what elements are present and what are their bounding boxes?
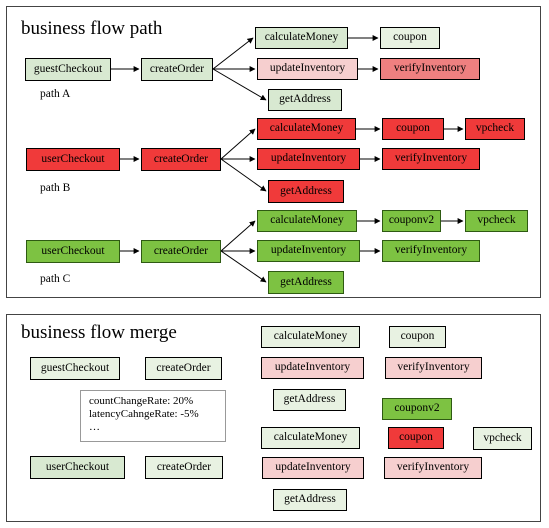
edge-a-create-calc <box>212 37 254 70</box>
node-c-vpcheck: vpcheck <box>465 210 528 232</box>
node-b-vpcheck: vpcheck <box>465 118 525 140</box>
node-b-update-inventory: updateInventory <box>257 148 360 170</box>
node-c-calculate-money: calculateMoney <box>257 210 357 232</box>
node-m-couponv2: couponv2 <box>382 398 452 420</box>
node-m-update-inventory-2: updateInventory <box>262 457 364 479</box>
node-b-create-order: createOrder <box>141 148 221 171</box>
node-a-guest-checkout: guestCheckout <box>25 58 111 81</box>
node-m-verify-inventory-1: verifyInventory <box>385 357 482 379</box>
edge-b-create-address <box>220 158 267 192</box>
node-c-user-checkout: userCheckout <box>26 240 120 263</box>
node-a-coupon: coupon <box>380 27 440 49</box>
edge-a-create-address <box>212 68 267 101</box>
node-a-get-address: getAddress <box>268 89 342 111</box>
path-b-label: path B <box>40 182 71 194</box>
edge-c-create-address <box>220 250 267 283</box>
node-m-calculate-money-2: calculateMoney <box>261 427 360 449</box>
node-m-update-inventory-1: updateInventory <box>261 357 364 379</box>
path-c-label: path C <box>40 273 71 285</box>
node-m-create-order-2: createOrder <box>145 456 223 479</box>
edge-c-create-calc <box>220 220 256 252</box>
node-c-verify-inventory: verifyInventory <box>382 240 480 262</box>
metric-latency-change-rate: latencyCahngeRate: -5% <box>89 408 199 420</box>
node-a-update-inventory: updateInventory <box>257 58 358 80</box>
node-m-coupon-2: coupon <box>388 427 444 449</box>
node-a-verify-inventory: verifyInventory <box>380 58 480 80</box>
node-b-verify-inventory: verifyInventory <box>382 148 480 170</box>
node-b-user-checkout: userCheckout <box>26 148 120 171</box>
node-c-update-inventory: updateInventory <box>257 240 360 262</box>
metrics-box: countChangeRate: 20% latencyCahngeRate: … <box>80 390 226 442</box>
node-m-vpcheck: vpcheck <box>473 427 532 450</box>
node-m-get-address-1: getAddress <box>273 389 346 411</box>
flow-path-title: business flow path <box>21 18 163 39</box>
node-m-create-order-1: createOrder <box>145 357 222 380</box>
node-m-get-address-2: getAddress <box>273 489 347 511</box>
node-m-verify-inventory-2: verifyInventory <box>384 457 482 479</box>
node-a-create-order: createOrder <box>141 58 213 81</box>
node-b-coupon: coupon <box>382 118 444 140</box>
node-m-user-checkout: userCheckout <box>30 456 125 479</box>
node-c-couponv2: couponv2 <box>382 210 441 232</box>
path-a-label: path A <box>40 88 71 100</box>
node-m-guest-checkout: guestCheckout <box>30 357 120 380</box>
flow-merge-title: business flow merge <box>21 322 177 343</box>
node-b-get-address: getAddress <box>268 180 344 203</box>
metric-count-change-rate: countChangeRate: 20% <box>89 395 194 407</box>
node-m-calculate-money-1: calculateMoney <box>261 326 360 348</box>
metric-more: … <box>89 421 100 433</box>
node-c-get-address: getAddress <box>268 271 344 294</box>
node-a-calculate-money: calculateMoney <box>255 27 348 49</box>
node-b-calculate-money: calculateMoney <box>257 118 356 140</box>
node-m-coupon-1: coupon <box>389 326 446 348</box>
node-c-create-order: createOrder <box>141 240 221 263</box>
edge-b-create-calc <box>220 128 256 160</box>
